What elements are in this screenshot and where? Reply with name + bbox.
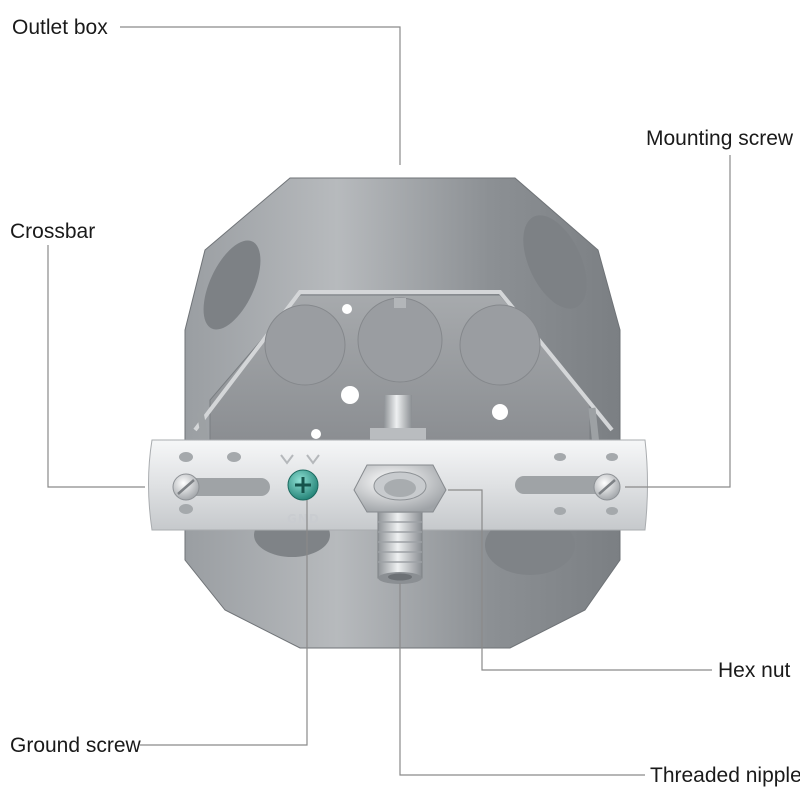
crossbar-slot-left xyxy=(178,478,270,496)
floor-knockout-center xyxy=(357,297,443,383)
leader-crossbar xyxy=(47,245,145,488)
label-mounting-screw: Mounting screw xyxy=(646,127,794,150)
leader-threaded-nipple xyxy=(399,583,645,776)
crossbar-hole-3 xyxy=(179,504,193,514)
outlet-box-rim xyxy=(193,290,614,432)
crossbar-hole-1 xyxy=(179,452,193,462)
crossbar-slot-right xyxy=(515,476,617,494)
label-hex-nut: Hex nut xyxy=(718,659,791,682)
floor-hole-1 xyxy=(342,304,352,314)
ground-screw xyxy=(287,469,319,501)
leader-mounting-screw xyxy=(625,155,731,488)
floor-knockout-tab xyxy=(394,298,406,308)
floor-hole-3 xyxy=(492,404,508,420)
label-threaded-nipple: Threaded nipple xyxy=(650,764,800,787)
floor-knockout-right xyxy=(459,304,541,386)
mounting-screw-right xyxy=(593,473,621,501)
mounting-screw-left xyxy=(172,473,200,501)
threaded-nipple xyxy=(377,499,423,584)
leader-lines xyxy=(47,26,731,776)
leader-ground-screw xyxy=(140,500,308,746)
crossbar-hole-4 xyxy=(554,453,566,461)
mounting-screw-shank-right xyxy=(588,407,600,446)
label-crossbar: Crossbar xyxy=(10,220,95,243)
crossbar-hole-5 xyxy=(606,453,618,461)
floor-hole-2 xyxy=(341,386,359,404)
knockout-left xyxy=(203,240,261,330)
knockout-right xyxy=(523,215,587,309)
hex-nut xyxy=(353,464,447,513)
leader-hex-nut xyxy=(448,489,712,671)
floor-hole-4 xyxy=(311,429,321,439)
gnd-arrow-marks xyxy=(280,454,320,465)
label-ground-screw: Ground screw xyxy=(10,734,142,757)
crossbar-hole-7 xyxy=(606,507,618,515)
leader-outlet-box xyxy=(120,26,401,165)
callout-labels: Outlet box Mounting screw Crossbar Hex n… xyxy=(10,16,800,787)
inner-stud-nut xyxy=(370,428,426,442)
gnd-marking: GND xyxy=(287,512,320,526)
floor-knockout-left xyxy=(264,304,346,386)
label-outlet-box: Outlet box xyxy=(12,16,108,39)
crossbar-hole-2 xyxy=(227,452,241,462)
crossbar-hole-6 xyxy=(554,507,566,515)
